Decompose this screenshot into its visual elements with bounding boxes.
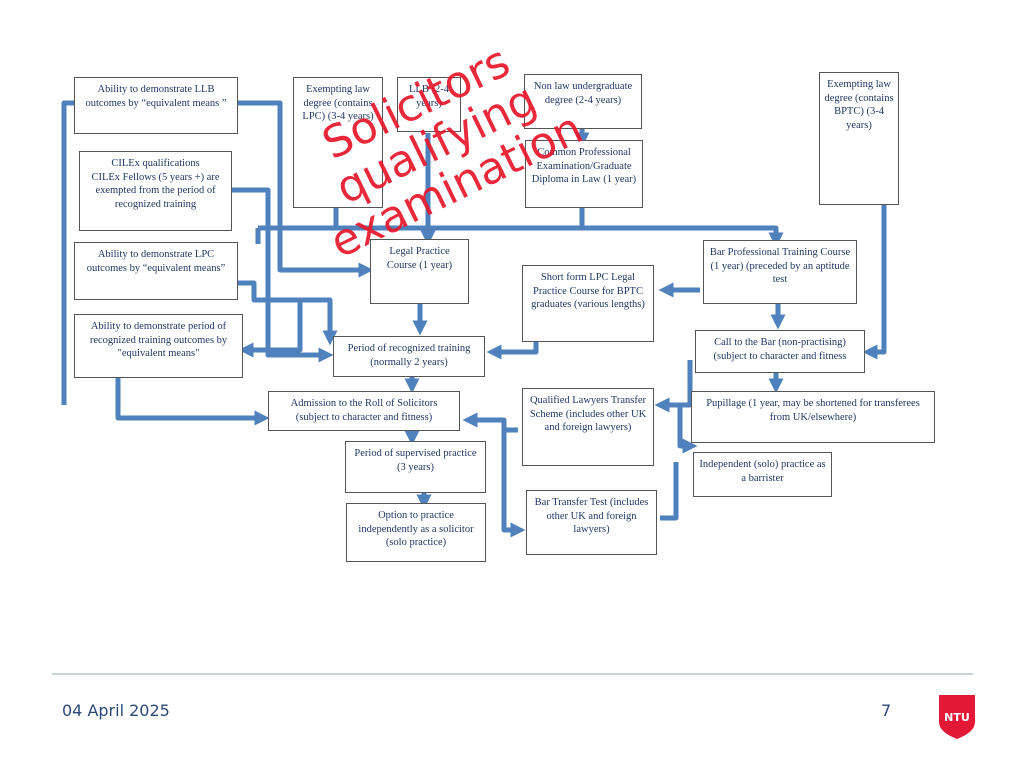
lpc-outcomes-box: Ability to demonstrate LPC outcomes by “… xyxy=(74,242,238,300)
independent-barrister-box: Independent (solo) practice as a barrist… xyxy=(693,452,832,497)
arrow-top-bus xyxy=(258,225,784,248)
qlts-box: Qualified Lawyers Transfer Scheme (inclu… xyxy=(522,388,654,466)
cilex-box: CILEx qualifications CILEx Fellows (5 ye… xyxy=(79,151,232,231)
arrow-bar-transfer xyxy=(660,462,679,521)
arrow-lpc-outcomes xyxy=(238,280,338,346)
arrow-to-training-outcomes xyxy=(238,300,303,358)
cpe-box: Common Professional Examination/Graduate… xyxy=(525,140,643,208)
arrow-qlts xyxy=(462,412,518,433)
pupillage-box: Pupillage (1 year, may be shortened for … xyxy=(691,391,935,443)
ntu-logo: NTU xyxy=(939,695,975,739)
llb-outcomes-box: Ability to demonstrate LLB outcomes by “… xyxy=(74,77,238,134)
period-recognized-training-box: Period of recognized training (normally … xyxy=(333,336,485,377)
admission-roll-box: Admission to the Roll of Solicitors (sub… xyxy=(268,391,460,431)
training-outcomes-box: Ability to demonstrate period of recogni… xyxy=(74,314,243,378)
arrow-training-outcomes-down xyxy=(115,378,270,426)
supervised-practice-box: Period of supervised practice (3 years) xyxy=(345,441,486,493)
arrow-llb-outcomes-down xyxy=(238,100,374,278)
non-law-degree-box: Non law undergraduate degree (2-4 years) xyxy=(524,74,642,129)
footer-date: 04 April 2025 xyxy=(62,701,170,720)
llb-box: LLB (2-4 years) xyxy=(397,77,461,132)
arrow-call-to-pupillage xyxy=(654,360,693,413)
footer-divider xyxy=(52,673,973,675)
arrow-qlts-down xyxy=(501,430,526,538)
bar-transfer-test-box: Bar Transfer Test (includes other UK and… xyxy=(526,490,657,555)
bptc-box: Bar Professional Training Course (1 year… xyxy=(703,240,857,304)
arrow-pupillage-branch xyxy=(677,402,698,454)
exempting-law-degree-lpc-box: Exempting law degree (contains LPC) (3-4… xyxy=(293,77,383,208)
call-to-bar-box: Call to the Bar (non-practising) (subjec… xyxy=(695,330,865,373)
exempting-law-degree-bptc-box: Exempting law degree (contains BPTC) (3-… xyxy=(819,72,899,205)
arrow-short-lpc xyxy=(486,342,539,360)
solo-solicitor-box: Option to practice independently as a so… xyxy=(346,503,486,562)
logo-text: NTU xyxy=(944,711,970,724)
arrow-left-spine xyxy=(61,100,74,405)
arrow-cilex xyxy=(232,187,334,363)
short-form-lpc-box: Short form LPC Legal Practice Course for… xyxy=(522,265,654,342)
page-number: 7 xyxy=(881,701,892,720)
arrow-exempting-bptc xyxy=(862,205,887,360)
legal-practice-course-box: Legal Practice Course (1 year) xyxy=(370,239,469,304)
